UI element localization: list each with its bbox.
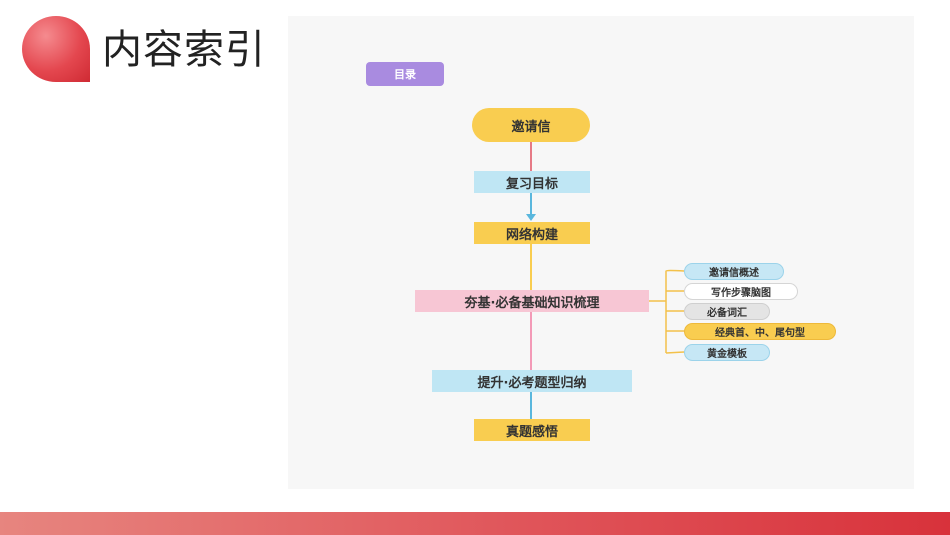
connector-line <box>530 142 532 171</box>
sub-item: 经典首、中、尾句型 <box>684 323 836 340</box>
node-invite: 邀请信 <box>472 108 590 142</box>
arrow-down-icon <box>526 214 536 221</box>
branch-connector <box>647 269 685 354</box>
node-network: 网络构建 <box>474 222 590 244</box>
sub-item: 邀请信概述 <box>684 263 784 280</box>
page-title: 内容索引 <box>102 27 266 73</box>
connector-line <box>530 392 532 419</box>
toc-label: 目录 <box>366 62 444 86</box>
mindmap-panel <box>288 16 914 489</box>
header-decoration <box>22 16 90 82</box>
node-upgrade: 提升·必考题型归纳 <box>432 370 632 392</box>
node-real: 真题感悟 <box>474 419 590 441</box>
node-base: 夯基·必备基础知识梳理 <box>415 290 649 312</box>
sub-item: 黄金模板 <box>684 344 770 361</box>
connector-line <box>530 312 532 370</box>
connector-line <box>530 244 532 290</box>
node-review: 复习目标 <box>474 171 590 193</box>
sub-item: 写作步骤脑图 <box>684 283 798 300</box>
sub-item: 必备词汇 <box>684 303 770 320</box>
footer-bar <box>0 512 950 535</box>
connector-line <box>530 193 532 217</box>
